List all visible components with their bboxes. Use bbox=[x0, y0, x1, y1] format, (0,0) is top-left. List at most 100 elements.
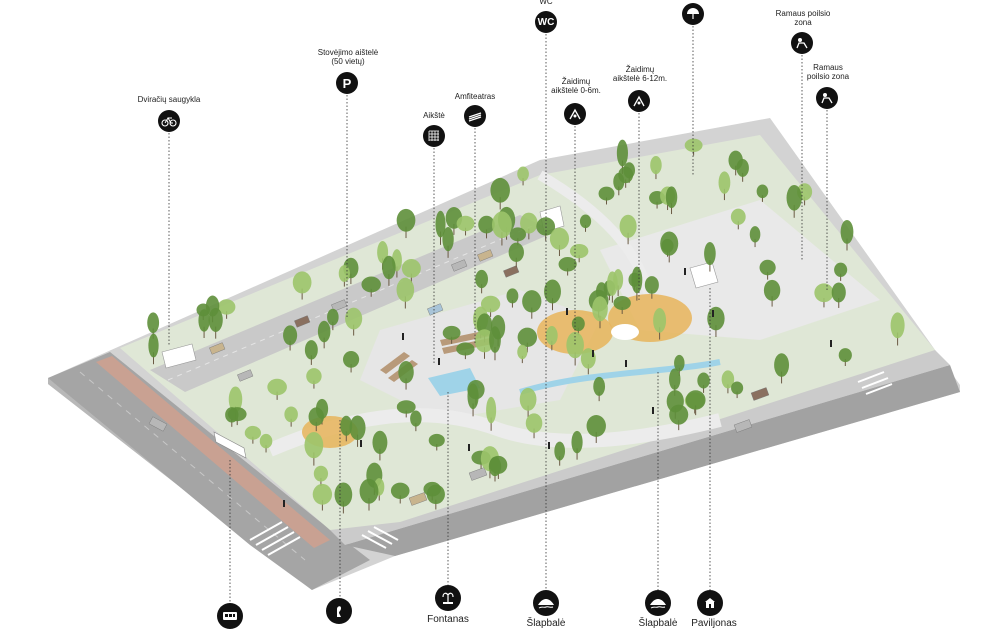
tree-crown bbox=[396, 208, 416, 232]
tree-crown bbox=[616, 139, 628, 167]
tree-crown bbox=[490, 177, 510, 203]
tree-crown bbox=[489, 326, 501, 353]
kiosk-building bbox=[161, 343, 197, 369]
tree-crown bbox=[508, 242, 524, 262]
parking-icon: P bbox=[342, 75, 352, 91]
tree-crown bbox=[704, 241, 716, 266]
tree-crown bbox=[520, 212, 538, 234]
wetland-1-marker[interactable] bbox=[533, 590, 559, 616]
square-label: Aikštė bbox=[423, 111, 445, 120]
wc-marker[interactable]: WC bbox=[535, 11, 557, 33]
tree-crown bbox=[554, 441, 566, 461]
tree-crown bbox=[228, 386, 243, 413]
tree-crown bbox=[834, 262, 848, 277]
playground-icon bbox=[568, 107, 582, 121]
tree-crown bbox=[359, 478, 379, 504]
tree-crown bbox=[361, 276, 381, 293]
tree-crown bbox=[759, 259, 776, 276]
tree-crown bbox=[890, 312, 905, 339]
play-0-6-marker[interactable] bbox=[564, 103, 586, 125]
tree-crown bbox=[669, 404, 689, 425]
pavilion-icon bbox=[703, 596, 717, 610]
tree-crown bbox=[721, 370, 735, 389]
leader-lines bbox=[168, 26, 828, 605]
fountain-marker[interactable] bbox=[435, 585, 461, 611]
wetland-icon bbox=[537, 596, 555, 610]
tree-crown bbox=[426, 484, 445, 505]
tree-crown bbox=[569, 243, 589, 259]
tree-crown bbox=[442, 325, 461, 340]
sculpture-marker[interactable] bbox=[326, 598, 352, 624]
tree-crown bbox=[372, 430, 388, 454]
person-figure bbox=[592, 350, 594, 357]
play-6-12-label: Žaidimų aikštelė 6-12m. bbox=[612, 65, 668, 83]
tree-crown bbox=[522, 290, 542, 313]
tree-crown bbox=[456, 215, 475, 232]
tree-crown bbox=[208, 307, 223, 332]
square-marker[interactable] bbox=[423, 125, 445, 147]
tree-crown bbox=[544, 279, 561, 304]
tree-crown bbox=[474, 329, 495, 353]
bottom-road bbox=[345, 365, 960, 556]
tree-crown bbox=[517, 344, 528, 360]
grid-paving-icon bbox=[427, 129, 441, 143]
play-6-12-marker[interactable] bbox=[628, 90, 650, 112]
fountain-icon bbox=[440, 590, 456, 606]
quiet-zone-2-marker[interactable] bbox=[816, 87, 838, 109]
tree-crown bbox=[763, 279, 781, 301]
tree-crown bbox=[814, 283, 834, 303]
tree-crown bbox=[613, 172, 625, 191]
bike-storage-marker[interactable] bbox=[158, 110, 180, 132]
tree-crown bbox=[492, 211, 512, 239]
person-figure bbox=[712, 310, 714, 317]
tree-crown bbox=[467, 383, 479, 410]
person-figure bbox=[360, 440, 362, 447]
bike-storage-label: Dviračių saugykla bbox=[137, 95, 201, 104]
tree-crown bbox=[217, 299, 236, 315]
tree-crown bbox=[267, 378, 287, 396]
quiet-zone-2-label: Ramaus poilsio zona bbox=[806, 63, 850, 81]
parking-label: Stovėjimo aištelė (50 vietų) bbox=[317, 48, 379, 66]
tree-crown bbox=[592, 296, 608, 322]
parking-marker[interactable]: P bbox=[336, 72, 358, 94]
tree-crown bbox=[593, 376, 606, 396]
tree-crown bbox=[549, 227, 570, 250]
fountain-pool bbox=[428, 368, 480, 396]
tree-crown bbox=[571, 430, 583, 454]
tree-crown bbox=[749, 226, 761, 243]
umbrella-marker[interactable] bbox=[682, 3, 704, 25]
bus-stop-marker[interactable] bbox=[217, 603, 243, 629]
tree-crown bbox=[486, 396, 497, 424]
tree-crown bbox=[653, 308, 667, 333]
tree-crown bbox=[327, 308, 339, 326]
tree-crown bbox=[292, 271, 312, 294]
wc-icon: WC bbox=[537, 16, 555, 28]
tree-crown bbox=[831, 282, 846, 303]
tree-crown bbox=[650, 156, 662, 175]
north-path bbox=[537, 170, 655, 302]
sculpture-icon bbox=[332, 603, 346, 619]
tree-crown bbox=[334, 482, 353, 507]
tree-crown bbox=[401, 259, 421, 278]
tree-crown bbox=[579, 214, 592, 229]
tree-crown bbox=[545, 326, 558, 346]
tree-crown bbox=[435, 210, 446, 238]
tree-crown bbox=[488, 456, 502, 477]
tree-crown bbox=[317, 320, 331, 343]
left-road bbox=[48, 352, 370, 590]
tree-crown bbox=[607, 271, 618, 296]
pavilion-marker[interactable] bbox=[697, 590, 723, 616]
quiet-zone-1-marker[interactable] bbox=[791, 32, 813, 54]
person-figure bbox=[625, 360, 627, 367]
wetland-2-marker[interactable] bbox=[645, 590, 671, 616]
amphitheatre-marker[interactable] bbox=[464, 105, 486, 127]
tree-crown bbox=[517, 166, 529, 182]
people bbox=[283, 268, 832, 507]
bicycle-icon bbox=[161, 115, 177, 127]
tree-crown bbox=[838, 348, 852, 363]
crosswalk-bottom bbox=[361, 526, 399, 549]
tree-crown bbox=[613, 296, 631, 311]
tree-crown bbox=[345, 307, 363, 330]
tree-crown bbox=[731, 381, 744, 395]
